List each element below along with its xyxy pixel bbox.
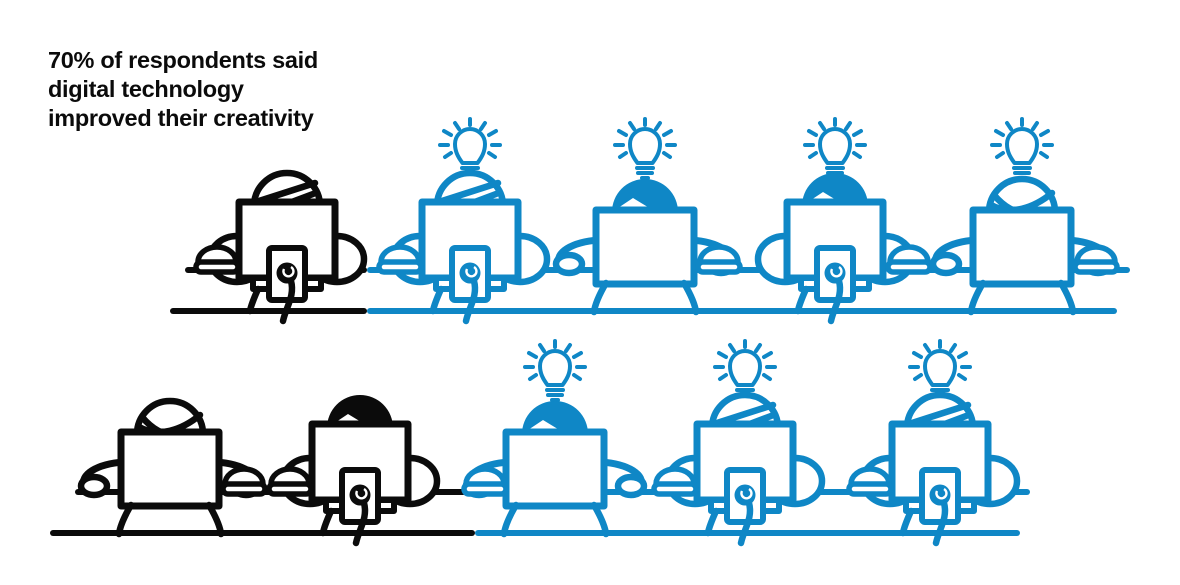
person-at-computer-icon xyxy=(735,160,935,335)
person-at-computer-icon xyxy=(70,382,270,557)
floor-line-row2-black xyxy=(50,530,475,536)
desk-line-row1-blue xyxy=(367,267,1130,273)
person-at-computer-icon xyxy=(187,160,387,335)
floor-line-row1-blue xyxy=(367,308,1117,314)
headline-line-1: 70% of respondents said xyxy=(48,47,318,73)
person-at-computer-icon xyxy=(922,160,1122,335)
person-at-computer-icon xyxy=(645,382,845,557)
floor-line-row1-black xyxy=(170,308,367,314)
person-at-computer-icon xyxy=(840,382,1040,557)
person-at-computer-icon xyxy=(455,382,655,557)
headline-line-2: digital technology xyxy=(48,75,244,102)
headline-line-3: improved their creativity xyxy=(48,104,314,131)
person-at-computer-icon xyxy=(545,160,745,335)
headline: 70% of respondents said digital technolo… xyxy=(48,46,408,133)
person-at-computer-icon xyxy=(370,160,570,335)
person-at-computer-icon xyxy=(260,382,460,557)
